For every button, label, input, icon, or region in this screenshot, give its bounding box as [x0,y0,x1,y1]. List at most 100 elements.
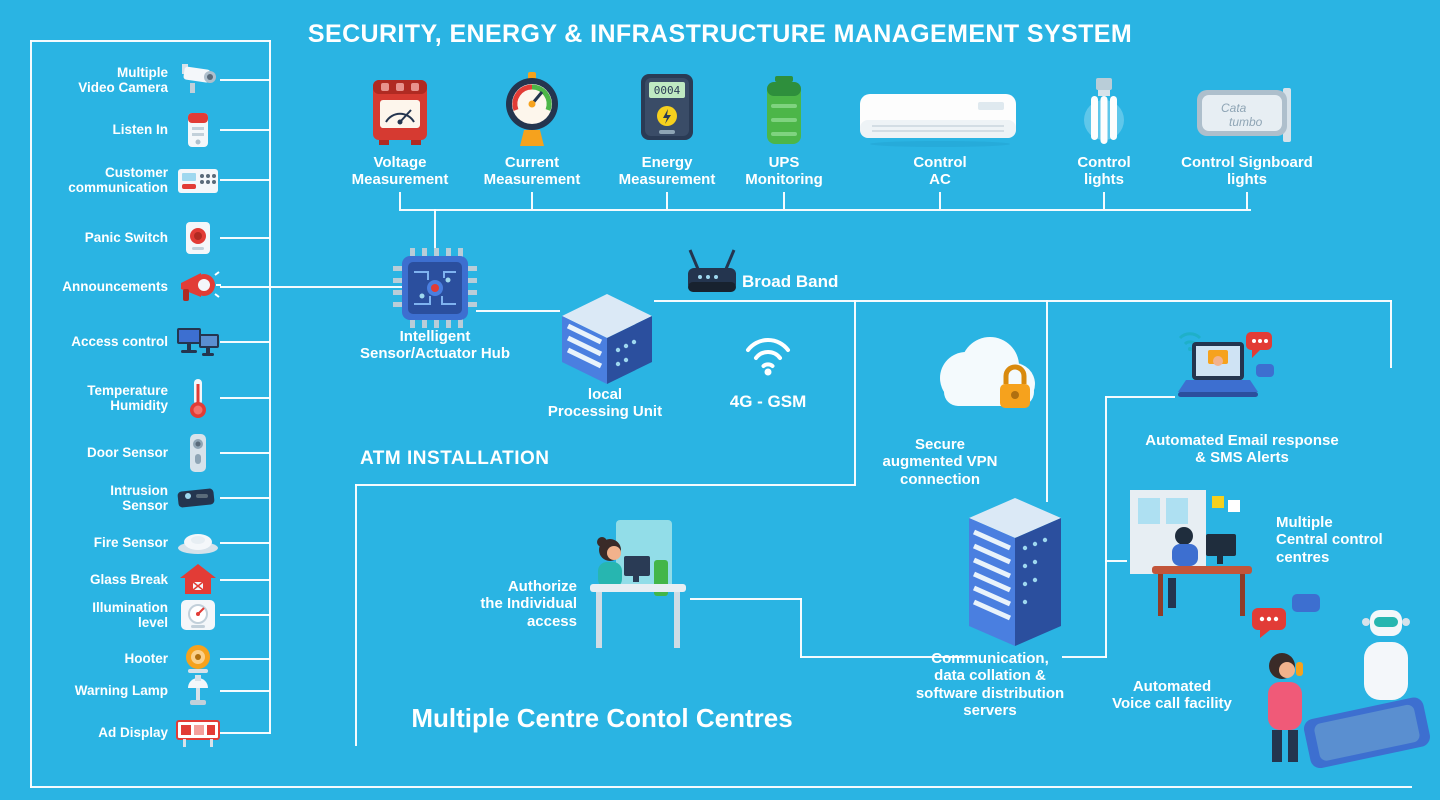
connector-line [220,129,270,131]
sensor-label: Warning Lamp [74,683,168,699]
sensor-label: Temperature Humidity [87,382,168,413]
door-lock-icon [172,432,224,474]
sensor-label: Panic Switch [84,230,168,246]
signboard-text-line1: Cata [1221,101,1247,115]
central-control-label: Multiple Central control centres [1276,514,1383,566]
device-lights: Control lights [1019,56,1189,189]
connector-line [220,542,270,544]
sensor-label: Illumination level [92,599,168,630]
siren-icon [172,642,224,676]
connector-line [30,40,32,788]
device-label: UPS Monitoring [745,154,823,189]
connector-line [800,656,965,658]
email-sms-label: Automated Email response & SMS Alerts [1145,432,1339,467]
sensor-row: Door Sensor [38,429,224,477]
connector-line [220,341,270,343]
connector-line [270,286,406,288]
servers-label: Communication, data collation & software… [915,650,1065,719]
connector-line [220,79,270,81]
device-label: Control AC [913,154,967,189]
connector-line [220,614,270,616]
authorize-label: Authorize the Individual access [480,578,577,630]
smoke-detector-icon [172,530,224,556]
connector-line [30,786,1412,788]
sensor-label: Hooter [124,651,169,667]
sensor-row: Glass Break [38,556,224,604]
air-conditioner-icon [858,56,1022,148]
connector-line [666,192,668,209]
listen-in-device-icon [172,111,224,149]
connector-line [939,192,941,209]
sensor-label: Multiple Video Camera [78,64,168,95]
connector-line [220,579,270,581]
connector-line [220,732,270,734]
control-room-icon [1122,482,1276,634]
sensor-row: Warning Lamp [38,667,224,715]
vpn-label: Secure augmented VPN connection [882,436,998,488]
signboard-text-line2: tumbo [1229,115,1263,129]
multiple-centre-label: Multiple Centre Contol Centres [411,703,793,733]
lux-meter-icon [172,596,224,634]
robot-phone-icon [1246,590,1438,768]
sensor-label: Customer communication [68,164,168,195]
page-title: SECURITY, ENERGY & INFRASTRUCTURE MANAGE… [307,20,1133,48]
connector-line [434,209,436,251]
sensor-label: Glass Break [89,572,168,588]
connector-line [783,192,785,209]
sensor-label: Announcements [62,279,168,295]
device-energy: 0004 Energy Measurement [582,56,752,189]
sensor-row: Intrusion Sensor [38,474,224,522]
connector-line [654,300,1392,302]
connector-line [531,192,533,209]
sensor-row: Fire Sensor [38,519,224,567]
connector-line [355,484,855,486]
sensor-row: Panic Switch [38,214,224,262]
sensor-row: Listen In [38,106,224,154]
wifi-signal-icon [740,326,796,378]
connector-line [1390,300,1392,368]
connector-line [1246,192,1248,209]
device-label: Current Measurement [483,154,581,189]
connector-line [220,658,270,660]
connector-line [220,286,270,288]
server-rack-icon [963,496,1067,652]
server-cube-icon [558,292,656,388]
connector-line [1103,192,1105,209]
connector-line [1105,560,1127,562]
sensor-row: Illumination level [38,591,224,639]
device-current: Current Measurement [447,56,617,189]
device-label: Voltage Measurement [351,154,449,189]
connector-line [220,497,270,499]
device-voltage: Voltage Measurement [315,56,485,189]
broadband-label: Broad Band [742,272,839,291]
device-label: Energy Measurement [618,154,716,189]
battery-icon [761,56,807,148]
sensor-row: Multiple Video Camera [38,56,224,104]
monitors-icon [172,324,224,360]
thermometer-icon [172,376,224,420]
connector-line [220,179,270,181]
connector-line [690,598,802,600]
connector-line [399,209,1251,211]
warning-lamp-icon [172,672,224,710]
panic-button-icon [172,220,224,256]
sensor-row: Announcements [38,263,224,311]
voltmeter-icon [367,56,433,148]
intercom-keypad-icon [172,163,224,197]
connector-line [355,484,357,746]
lpu-label: local Processing Unit [547,386,663,421]
sensor-row: Hooter [38,635,224,683]
intrusion-sensor-icon [172,484,224,512]
sensor-label: Intrusion Sensor [110,482,168,513]
current-gauge-icon [502,56,562,148]
connector-line [269,40,271,734]
connector-line [220,397,270,399]
connector-line [1105,396,1107,658]
connector-line [220,452,270,454]
sensor-label: Access control [71,334,168,350]
connector-line [220,237,270,239]
connector-line [399,192,401,209]
